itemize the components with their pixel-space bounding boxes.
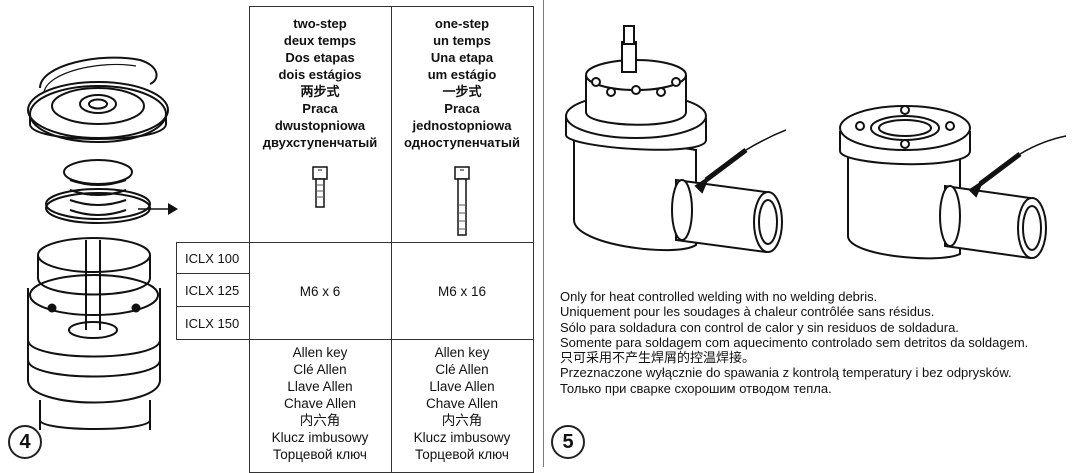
model-cell: ICLX 125 [176,273,250,307]
header-line: dois estágios [278,67,362,82]
two-step-tool: Allen key Clé Allen Llave Allen Chave Al… [248,339,392,473]
header-line: one-step [434,16,490,31]
welding-note: Only for heat controlled welding with no… [560,289,1028,396]
note-line: Przeznaczone wyłącznie do spawania z kon… [560,365,1012,381]
model-label: ICLX 150 [185,315,240,331]
note-line: Only for heat controlled welding with no… [560,289,878,304]
one-step-tool: Allen key Clé Allen Llave Allen Chave Al… [390,339,534,473]
step-number-badge: 4 [8,425,42,459]
header-line: Dos etapas [285,50,355,65]
step-number-badge: 5 [551,425,585,459]
step-number: 4 [19,430,31,453]
tool-line: Allen key [434,345,490,360]
model-label: ICLX 125 [185,282,240,298]
two-step-screw-size: M6 x 6 [248,242,392,340]
tool-line: Торцевой ключ [273,447,367,462]
valve-welding-illustration-body [839,105,1067,260]
header-line: jednostopniowa [412,118,512,133]
tool-line: Chave Allen [425,396,499,411]
header-line: dwustopniowa [274,118,366,133]
tool-line: Llave Allen [429,379,495,394]
note-line: Uniquement pour les soudages à chaleur c… [560,304,935,320]
long-screw-icon [454,166,470,236]
tool-line: 内六角 [299,413,341,428]
valve-welding-illustration-complete [565,25,786,254]
screw-spec-table: two-step deux temps Dos etapas dois está… [176,6,534,473]
two-step-header: two-step deux temps Dos etapas dois está… [248,6,392,243]
one-step-header: one-step un temps Una etapa um estágio 一… [390,6,534,243]
note-line: 只可采用不产生焊屑的控温焊接。 [560,350,756,366]
note-line: Только при сварке схорошим отводом тепла… [560,380,832,396]
tool-line: Chave Allen [283,396,357,411]
tool-line: Klucz imbusowy [271,430,369,445]
header-line: un temps [433,33,491,48]
empty-header-cell [176,6,250,243]
tool-line: Klucz imbusowy [413,430,511,445]
tool-line: Clé Allen [435,362,489,377]
header-line: um estágio [427,67,497,82]
header-line: 两步式 [300,84,340,99]
model-cell: ICLX 150 [176,306,250,340]
header-line: одноступенчатый [404,135,520,150]
note-line: Sólo para soldadura con control de calor… [560,319,959,335]
empty-tool-cell [176,339,250,472]
note-line: Somente para soldagem com aquecimento co… [560,334,1029,350]
short-screw-icon [312,166,328,208]
tool-line: 内六角 [441,413,483,428]
header-line: двухступенчатый [262,135,378,150]
header-line: Praca [444,101,480,116]
step-number: 5 [562,430,574,453]
header-line: two-step [293,16,347,31]
tool-line: Allen key [292,345,348,360]
header-line: 一步式 [442,84,482,99]
page-divider [543,0,544,467]
header-line: Una etapa [430,50,494,65]
one-step-screw-size: M6 x 16 [390,242,534,340]
tool-line: Clé Allen [293,362,347,377]
exploded-valve-illustration [27,56,178,430]
screw-size-value: M6 x 16 [437,283,487,299]
header-line: Praca [302,101,338,116]
tool-line: Торцевой ключ [415,447,509,462]
model-cell: ICLX 100 [176,242,250,274]
header-line: deux temps [283,33,357,48]
tool-line: Llave Allen [287,379,353,394]
model-label: ICLX 100 [185,250,240,266]
screw-size-value: M6 x 6 [299,283,341,299]
